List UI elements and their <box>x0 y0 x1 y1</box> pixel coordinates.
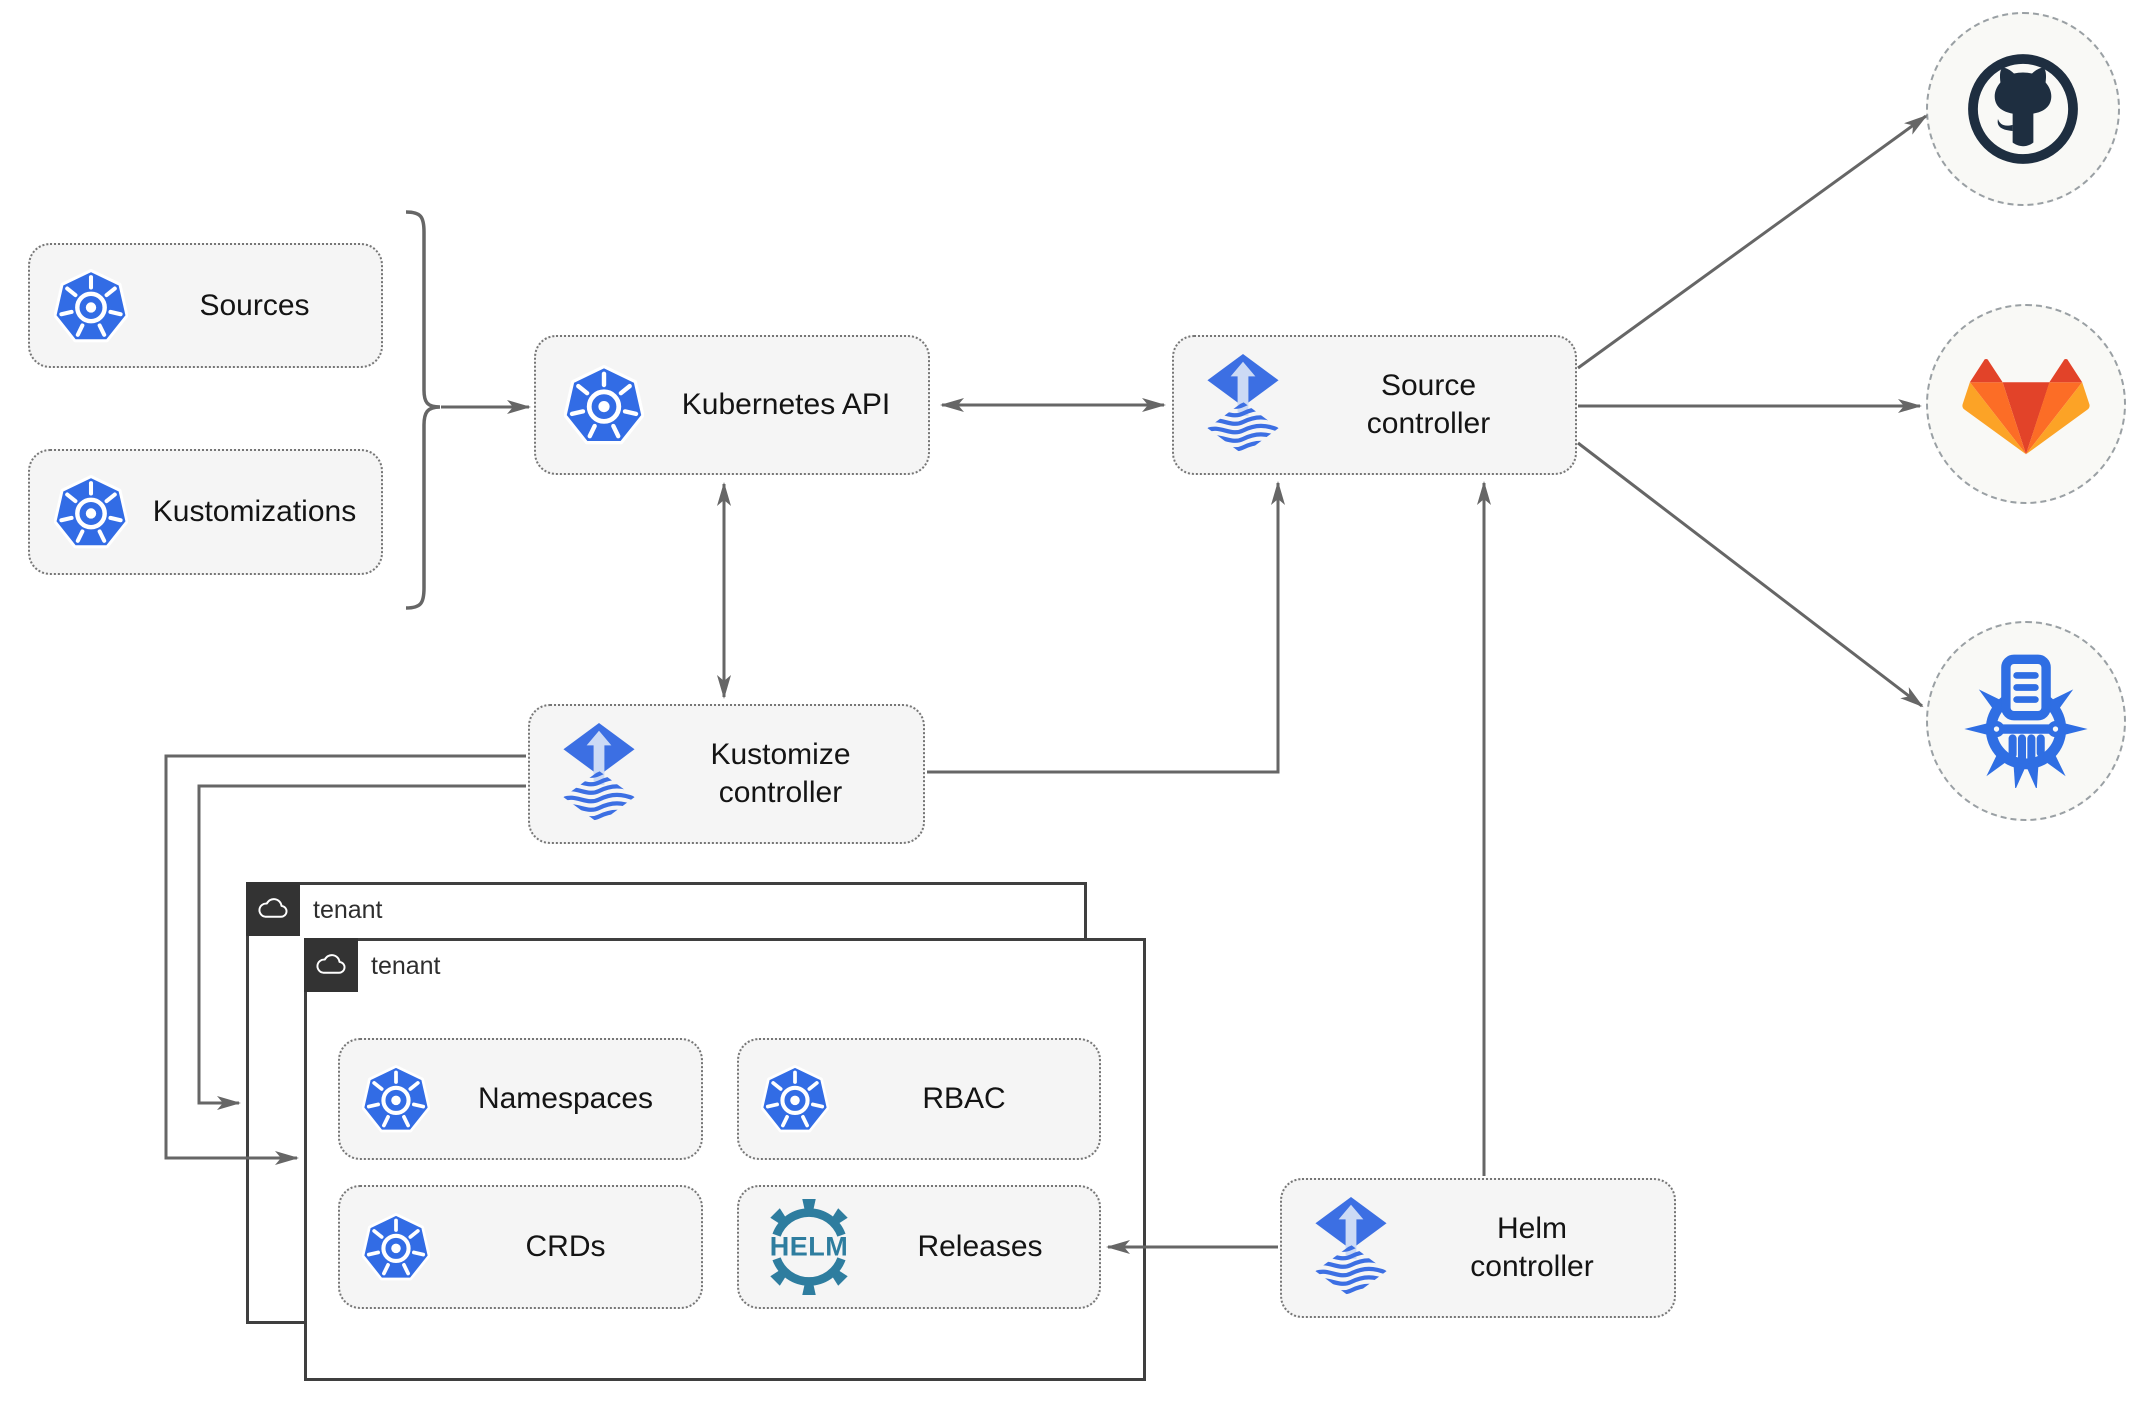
node-label: Helm controller <box>1390 1210 1674 1286</box>
node-label: Kustomize controller <box>638 736 923 812</box>
label-line2: controller <box>718 776 843 809</box>
github-node <box>1926 12 2120 206</box>
label-line1: Source <box>1380 369 1477 402</box>
gitlab-node <box>1926 304 2126 504</box>
kubernetes-logo-icon <box>564 365 644 445</box>
node-label: Releases <box>917 1230 1043 1263</box>
node-label: RBAC <box>922 1082 1006 1115</box>
tenant-label: tenant <box>313 896 383 924</box>
label-line2: controller <box>1470 1250 1594 1283</box>
label-line1: Helm <box>1496 1212 1567 1245</box>
kubernetes-logo-icon <box>54 269 128 343</box>
node-kustomize-controller: Kustomize controller <box>528 704 925 844</box>
kubernetes-logo-icon <box>761 1065 829 1133</box>
gitlab-logo-icon <box>1962 353 2090 456</box>
node-label: Source controller <box>1282 367 1575 443</box>
node-label: CRDs <box>525 1230 606 1263</box>
arrow-source-to-github <box>1577 114 1928 370</box>
node-helm-controller: Helm controller <box>1280 1178 1676 1318</box>
cloud-icon <box>256 897 290 921</box>
brace-connector <box>405 210 441 610</box>
node-sources: Sources <box>28 243 383 368</box>
helm-logo-icon: HELM <box>757 1197 861 1297</box>
tenant-tab <box>246 882 300 936</box>
manifest-registry-icon <box>1959 654 2093 788</box>
registry-node <box>1926 621 2126 821</box>
node-label: Kubernetes API <box>681 388 891 421</box>
flux-logo-icon <box>1312 1197 1390 1299</box>
tenant-label: tenant <box>371 952 441 980</box>
label-line2: controller <box>1366 407 1491 440</box>
node-kubernetes-api: Kubernetes API <box>534 335 930 475</box>
helm-logo-text: HELM <box>769 1231 849 1262</box>
flux-logo-icon <box>1204 354 1282 456</box>
cloud-icon <box>314 953 348 977</box>
node-label: Sources <box>199 288 310 322</box>
arrow-kustomize-to-source <box>927 481 1285 774</box>
node-source-controller: Source controller <box>1172 335 1577 475</box>
node-rbac: RBAC <box>737 1038 1101 1160</box>
flux-logo-icon <box>560 723 638 825</box>
kubernetes-logo-icon <box>54 475 128 549</box>
node-kustomizations: Kustomizations <box>28 449 383 575</box>
node-label: Kustomizations <box>152 495 357 528</box>
tenant-tab <box>304 938 358 992</box>
kubernetes-logo-icon <box>362 1213 430 1281</box>
github-logo-icon <box>1962 48 2084 170</box>
label-line1: Kustomize <box>710 738 851 771</box>
node-namespaces: Namespaces <box>338 1038 703 1160</box>
node-label: Namespaces <box>477 1082 654 1115</box>
node-releases: HELM Releases <box>737 1185 1101 1309</box>
kubernetes-logo-icon <box>362 1065 430 1133</box>
node-crds: CRDs <box>338 1185 703 1309</box>
arrow-source-to-registry <box>1577 441 1924 708</box>
